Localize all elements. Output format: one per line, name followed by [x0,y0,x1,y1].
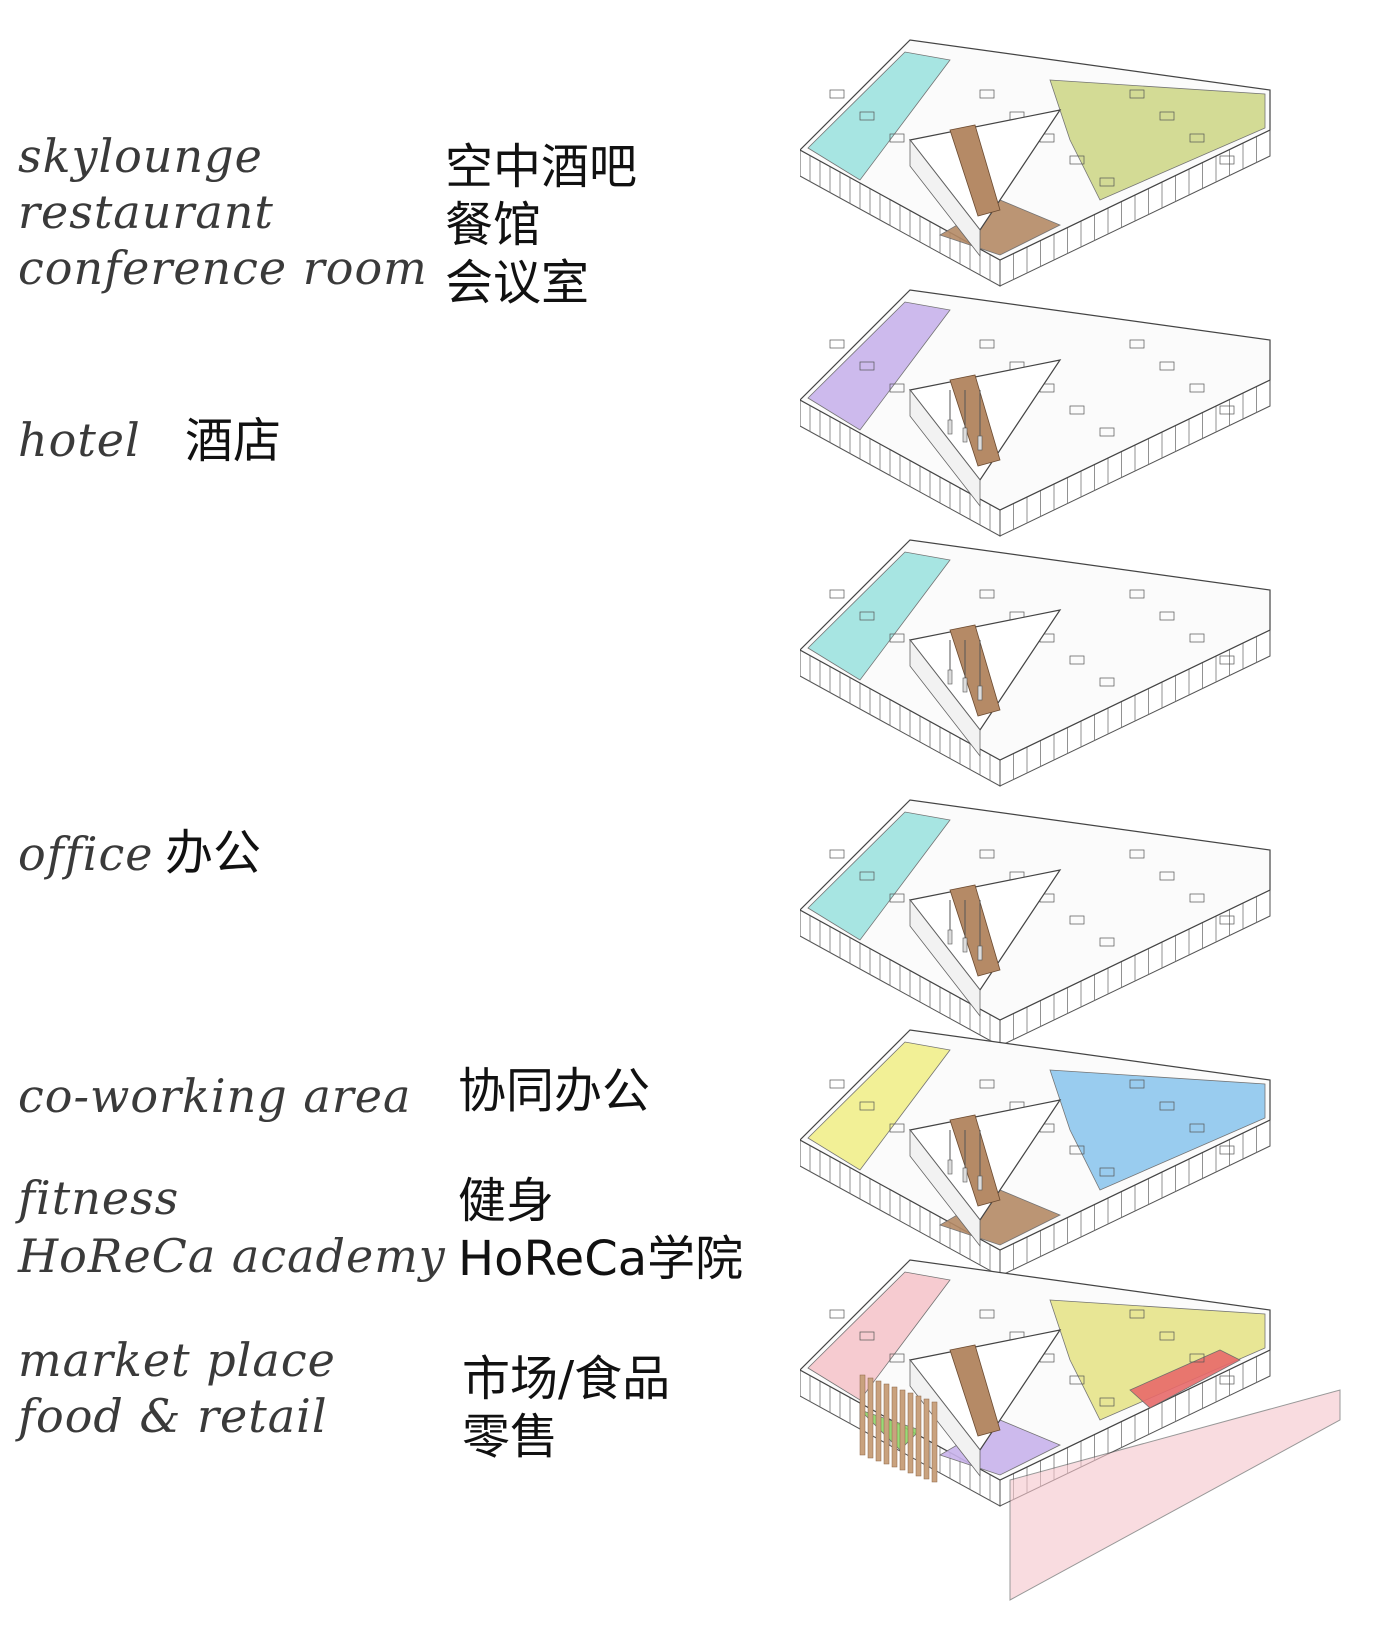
label-skylounge-zh: 空中酒吧 [445,139,638,195]
label-office-zh: 办公 [165,825,262,881]
label-conference-zh: 会议室 [445,255,590,311]
office-floor-lower [800,799,1271,1047]
label-skylounge-en: skylounge [18,129,263,183]
timber-fin [931,1401,938,1483]
label-hotel-en: hotel [18,413,141,467]
label-food-retail-en: food & retail [18,1389,328,1443]
coworking-fitness-floor [800,1029,1271,1277]
market-floor [800,1259,1341,1601]
timber-fin [915,1395,922,1477]
label-fitness-en: fitness [18,1171,180,1225]
hotel-floor [800,289,1271,537]
timber-fin [923,1398,930,1480]
label-market-en: market place [18,1333,336,1387]
label-cowork-en: co-working area [18,1069,412,1123]
timber-fin [891,1386,898,1468]
label-restaurant-en: restaurant [18,185,274,239]
timber-fin [859,1374,866,1456]
skylounge-floor [800,39,1271,287]
timber-fin [867,1377,874,1459]
label-cowork-zh: 协同办公 [458,1063,651,1119]
timber-fin [875,1380,882,1462]
timber-fin [883,1383,890,1465]
office-floor-upper [800,539,1271,787]
exploded-axonometric-diagram [800,39,1341,1601]
label-horeca-zh: HoReCa学院 [458,1231,744,1287]
label-horeca-en: HoReCa academy [18,1229,446,1283]
label-restaurant-zh: 餐馆 [445,197,542,253]
timber-fin [899,1389,906,1471]
label-fitness-zh: 健身 [458,1173,555,1229]
timber-fin [907,1392,914,1474]
label-retail-zh: 零售 [462,1409,559,1465]
label-conference-en: conference room [18,241,428,295]
glass-facade [1009,1389,1341,1601]
label-hotel-zh: 酒店 [185,413,282,469]
label-market-zh: 市场/食品 [462,1351,671,1407]
label-office-en: office [18,827,154,881]
